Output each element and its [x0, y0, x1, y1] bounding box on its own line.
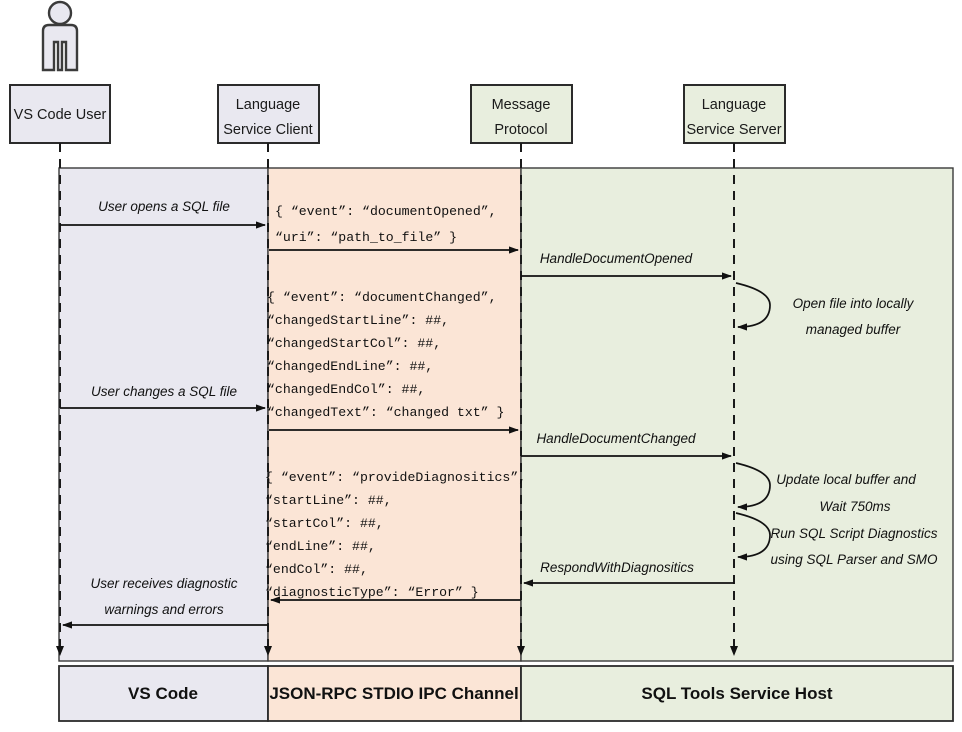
message-label-user-opens-sql-file: User opens a SQL file — [98, 199, 230, 214]
self-note-run-diagnostics-note: Run SQL Script Diagnostics using SQL Par… — [735, 512, 938, 567]
participant-label-language-service-client-line1: Language — [236, 97, 301, 113]
self-note-label-open-file-line1: Open file into locally — [793, 296, 915, 311]
self-loop-arrow-update-buffer — [735, 462, 771, 511]
self-note-label-open-file-line2: managed buffer — [806, 322, 901, 337]
participant-boxes: VS Code User Language Service Client Mes… — [9, 84, 786, 144]
self-note-label-update-buffer-line2: Wait 750ms — [819, 499, 890, 514]
self-note-label-update-buffer-line1: Update local buffer and — [776, 472, 916, 487]
actor-figure — [41, 0, 79, 72]
code-line: { “event”: “documentChanged”, — [267, 290, 497, 305]
footer-label-service-host: SQL Tools Service Host — [641, 684, 832, 703]
participant-label-vscode-user: VS Code User — [14, 107, 107, 123]
message-handle-document-changed[interactable]: HandleDocumentChanged — [521, 431, 732, 460]
self-note-update-buffer-note: Update local buffer and Wait 750ms — [735, 462, 916, 514]
code-block-provide-diagnositics-payload: { “event”: “provideDiagnositics”, “start… — [265, 470, 526, 600]
message-label-user-changes-sql-file: User changes a SQL file — [91, 384, 237, 399]
lane-band-vscode — [58, 167, 269, 662]
participant-label-language-service-client-line2: Service Client — [223, 122, 312, 138]
actor-head-icon — [47, 0, 73, 26]
message-respond-with-diagnositics[interactable]: RespondWithDiagnositics — [523, 560, 734, 587]
participant-language-service-client[interactable]: Language Service Client — [217, 84, 320, 144]
message-label-respond-with-diagnositics: RespondWithDiagnositics — [540, 560, 694, 575]
self-note-label-run-diagnostics-line1: Run SQL Script Diagnostics — [770, 526, 937, 541]
participant-box-vscode-user[interactable] — [9, 84, 111, 144]
code-line: “changedText”: “changed txt” } — [267, 405, 504, 420]
message-label-handle-document-opened: HandleDocumentOpened — [540, 251, 693, 266]
footer-bar: VS Code JSON-RPC STDIO IPC Channel SQL T… — [58, 665, 954, 722]
participant-message-protocol[interactable]: Message Protocol — [470, 84, 573, 144]
self-loop-arrow-run-diagnostics — [735, 512, 771, 561]
code-block-document-changed-payload: { “event”: “documentChanged”, “changedSt… — [267, 290, 504, 420]
footer-box-service-host[interactable] — [520, 665, 954, 722]
message-label-user-receives-diagnostics-line2: warnings and errors — [104, 602, 224, 617]
lane-band-service-host — [520, 167, 954, 662]
self-note-open-file-note: Open file into locally managed buffer — [735, 282, 915, 337]
message-user-receives-diagnostics[interactable]: User receives diagnostic warnings and er… — [62, 576, 268, 629]
participant-box-message-protocol[interactable] — [470, 84, 573, 144]
code-line: “changedEndLine”: ##, — [267, 359, 433, 374]
footer-label-vscode: VS Code — [128, 684, 198, 703]
participant-language-service-server[interactable]: Language Service Server — [683, 84, 786, 144]
participant-label-message-protocol-line2: Protocol — [494, 122, 547, 138]
lifelines — [56, 143, 738, 656]
code-block-document-opened-payload: { “event”: “documentOpened”, “uri”: “pat… — [275, 204, 497, 245]
code-line: “endLine”: ##, — [265, 539, 376, 554]
message-user-changes-sql-file[interactable]: User changes a SQL file — [60, 384, 266, 412]
message-label-handle-document-changed: HandleDocumentChanged — [536, 431, 696, 446]
code-line: “uri”: “path_to_file” } — [275, 230, 457, 245]
code-line: “endCol”: ##, — [265, 562, 368, 577]
participant-label-language-service-server-line1: Language — [702, 97, 767, 113]
self-note-label-run-diagnostics-line2: using SQL Parser and SMO — [770, 552, 938, 567]
participant-vscode-user[interactable]: VS Code User — [9, 84, 111, 144]
code-line: “startLine”: ##, — [265, 493, 392, 508]
message-label-user-receives-diagnostics-line1: User receives diagnostic — [90, 576, 237, 591]
code-line: “changedEndCol”: ##, — [267, 382, 425, 397]
code-line: “changedStartCol”: ##, — [267, 336, 441, 351]
self-loop-arrow-open-file — [735, 282, 771, 331]
actor-body-icon — [41, 23, 79, 72]
code-line: { “event”: “documentOpened”, — [275, 204, 497, 219]
footer-label-ipc-channel: JSON-RPC STDIO IPC Channel — [269, 684, 518, 703]
code-line: “startCol”: ##, — [265, 516, 384, 531]
message-handle-document-opened[interactable]: HandleDocumentOpened — [521, 251, 732, 280]
code-line: { “event”: “provideDiagnositics”, — [265, 470, 526, 485]
code-line: “diagnosticType”: “Error” } — [265, 585, 479, 600]
footer-box-ipc-channel[interactable] — [267, 665, 522, 722]
participant-label-language-service-server-line2: Service Server — [686, 122, 781, 138]
message-user-opens-sql-file[interactable]: User opens a SQL file — [60, 199, 266, 229]
participant-label-message-protocol-line1: Message — [492, 97, 551, 113]
code-line: “changedStartLine”: ##, — [267, 313, 449, 328]
